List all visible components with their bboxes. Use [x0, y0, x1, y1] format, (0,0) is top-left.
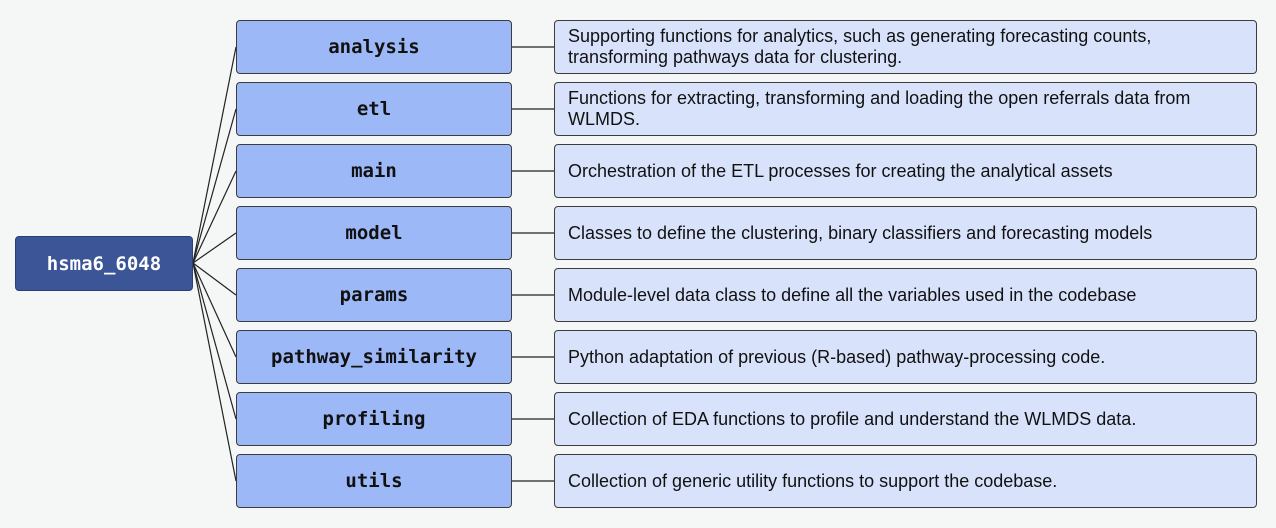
edge-root-to-analysis [192, 46, 237, 264]
description-text: Module-level data class to define all th… [568, 284, 1137, 305]
description-node-params: Module-level data class to define all th… [554, 268, 1257, 322]
module-node-utils: utils [236, 454, 512, 508]
module-node-profiling: profiling [236, 392, 512, 446]
description-text: Supporting functions for analytics, such… [568, 26, 1152, 67]
description-node-main: Orchestration of the ETL processes for c… [554, 144, 1257, 198]
edge-root-to-params [192, 262, 237, 296]
module-node-main: main [236, 144, 512, 198]
module-node-params: params [236, 268, 512, 322]
module-label: etl [356, 98, 392, 120]
description-node-analysis: Supporting functions for analytics, such… [554, 20, 1257, 74]
module-label: main [351, 160, 397, 182]
edge-root-to-utils [192, 262, 237, 482]
description-text: Collection of generic utility functions … [568, 470, 1058, 491]
root-node: hsma6_6048 [15, 236, 193, 291]
module-node-model: model [236, 206, 512, 260]
module-label: profiling [322, 408, 426, 430]
module-label: model [345, 222, 403, 244]
module-node-analysis: analysis [236, 20, 512, 74]
description-node-utils: Collection of generic utility functions … [554, 454, 1257, 508]
edge-root-to-model [192, 232, 237, 264]
description-node-model: Classes to define the clustering, binary… [554, 206, 1257, 260]
edge-root-to-main [192, 170, 237, 264]
description-text: Collection of EDA functions to profile a… [568, 408, 1137, 429]
module-label: pathway_similarity [271, 346, 477, 368]
description-text: Python adaptation of previous (R-based) … [568, 346, 1106, 367]
module-label: utils [345, 470, 403, 492]
description-node-etl: Functions for extracting, transforming a… [554, 82, 1257, 136]
description-node-profiling: Collection of EDA functions to profile a… [554, 392, 1257, 446]
edge-root-to-pathway-similarity [192, 262, 237, 358]
description-text: Classes to define the clustering, binary… [568, 222, 1153, 243]
module-label: analysis [328, 36, 420, 58]
root-label: hsma6_6048 [46, 252, 162, 275]
module-node-etl: etl [236, 82, 512, 136]
description-node-pathway-similarity: Python adaptation of previous (R-based) … [554, 330, 1257, 384]
description-text: Orchestration of the ETL processes for c… [568, 160, 1113, 181]
module-label: params [339, 284, 409, 306]
edge-root-to-profiling [192, 262, 237, 420]
description-text: Functions for extracting, transforming a… [568, 88, 1191, 129]
edge-root-to-etl [192, 108, 237, 264]
module-node-pathway-similarity: pathway_similarity [236, 330, 512, 384]
